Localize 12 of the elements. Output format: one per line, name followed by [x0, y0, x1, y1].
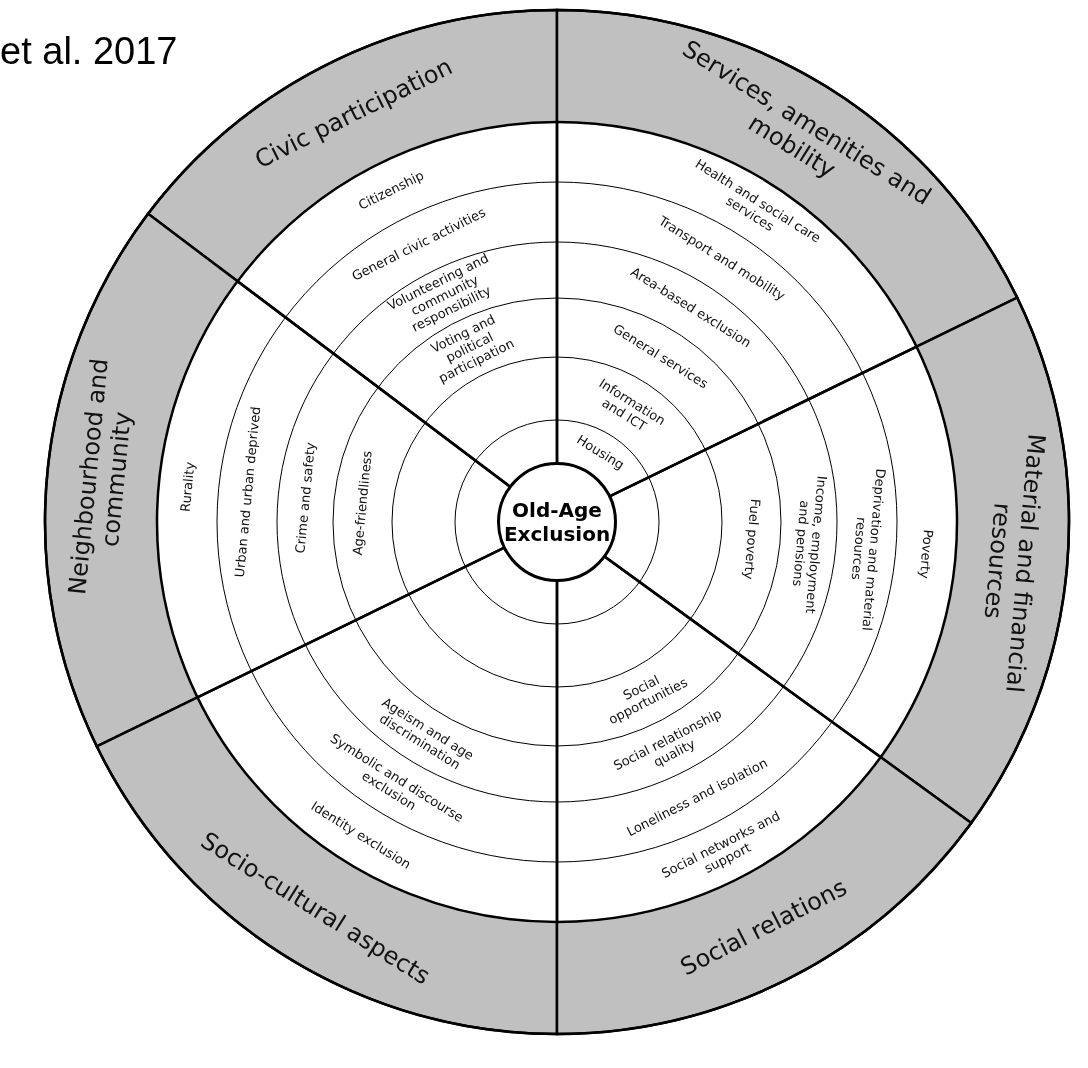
sector-heading: Neighbourhood and community — [64, 356, 138, 599]
ring-label: Urban and urban deprived — [232, 404, 265, 581]
ring-label: Deprivation and material resources — [843, 460, 889, 638]
ring-label: Age-friendliness — [349, 438, 377, 568]
center-title: Old-Age Exclusion — [502, 498, 612, 546]
ring-label: Poverty — [910, 466, 941, 643]
sector-heading: Material and financial resources — [978, 431, 1051, 694]
ring-label: Rurality — [172, 398, 205, 575]
ring-label: Crime and safety — [290, 414, 322, 582]
citation-text: et al. 2017 — [0, 30, 178, 73]
ring-label: Fuel poverty — [737, 475, 764, 603]
ring-label: Income, employment and pensions — [786, 461, 831, 627]
